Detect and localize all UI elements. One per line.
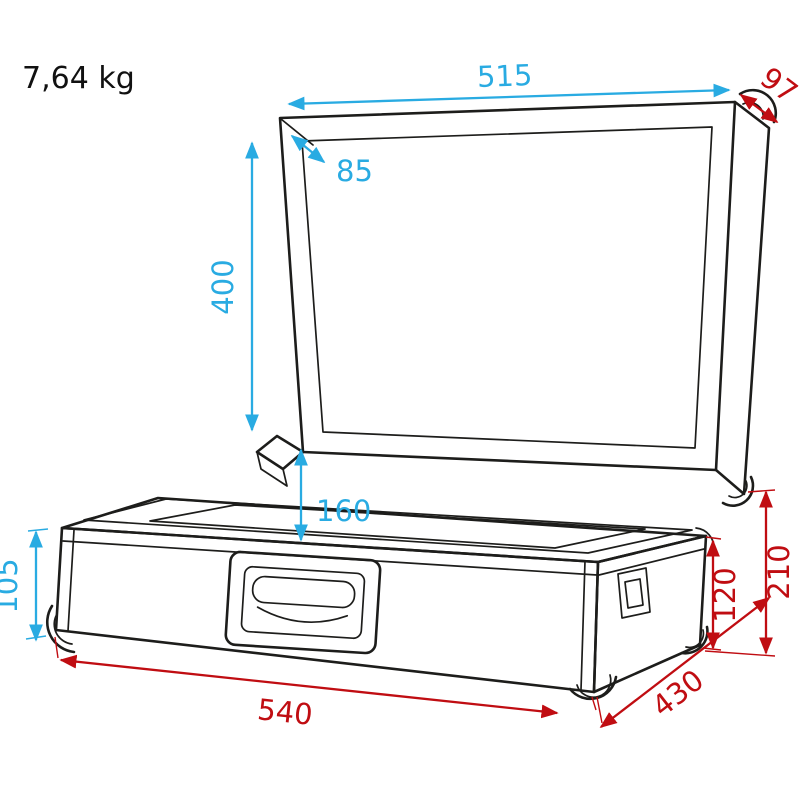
dim-430-label: 430 bbox=[646, 663, 711, 724]
lid-inner-panel bbox=[301, 126, 713, 449]
dimension-inner-depth: 160 bbox=[294, 448, 371, 542]
dimension-front-height: 105 bbox=[0, 528, 49, 642]
dimension-lid-width: 515 bbox=[287, 58, 731, 111]
dim-210-label: 210 bbox=[762, 544, 796, 599]
handle-cup-curve bbox=[256, 606, 349, 624]
dim-97-label: 97 bbox=[754, 60, 800, 109]
dim-430-arrow bbox=[599, 596, 771, 729]
dimension-total-height: 210 bbox=[704, 489, 796, 657]
tray-floor bbox=[149, 504, 646, 549]
base-rim-inner bbox=[83, 498, 693, 554]
corner-base-front-left-inner bbox=[53, 613, 73, 645]
dim-85-arrow bbox=[290, 134, 326, 164]
corner-lid-bottom-right-inner bbox=[728, 480, 748, 499]
dimension-lid-edge-width: 85 bbox=[290, 134, 373, 188]
dim-105-label: 105 bbox=[0, 558, 24, 613]
dim-515-arrow bbox=[287, 83, 731, 111]
dim-85-label: 85 bbox=[336, 154, 373, 188]
dim-540-arrow bbox=[59, 654, 559, 719]
corner-base-front-left-outer bbox=[45, 604, 76, 654]
dim-540-extension-lines bbox=[54, 636, 597, 711]
side-lip-line bbox=[598, 548, 705, 576]
side-latch bbox=[617, 567, 651, 619]
dim-120-label: 120 bbox=[708, 567, 742, 622]
dim-400-label: 400 bbox=[206, 259, 240, 314]
dim-160-label: 160 bbox=[316, 494, 371, 528]
dim-540-label: 540 bbox=[256, 692, 315, 732]
corner-protectors bbox=[45, 88, 778, 701]
handle-recess bbox=[240, 565, 366, 640]
dimension-base-width: 540 bbox=[54, 636, 597, 732]
front-right-edge-line bbox=[580, 560, 586, 691]
handle-outer-plate bbox=[224, 550, 382, 655]
dimension-lid-height: 400 bbox=[206, 141, 259, 432]
dim-515-label: 515 bbox=[476, 58, 533, 94]
corner-lid-bottom-right-outer bbox=[721, 475, 755, 507]
front-handle bbox=[224, 550, 382, 655]
side-latch-inner bbox=[624, 578, 644, 609]
base-rim-outer bbox=[60, 496, 708, 564]
dim-97-arrow bbox=[739, 93, 779, 124]
hinge-plate bbox=[255, 434, 305, 471]
case-base bbox=[54, 496, 708, 694]
front-left-edge-line bbox=[67, 529, 75, 632]
weight-label: 7,64 kg bbox=[22, 61, 135, 96]
dim-430-extension-line bbox=[596, 696, 603, 724]
hinge-bracket bbox=[255, 434, 305, 487]
hinge-fold bbox=[256, 451, 288, 487]
handle-grip bbox=[251, 575, 356, 609]
